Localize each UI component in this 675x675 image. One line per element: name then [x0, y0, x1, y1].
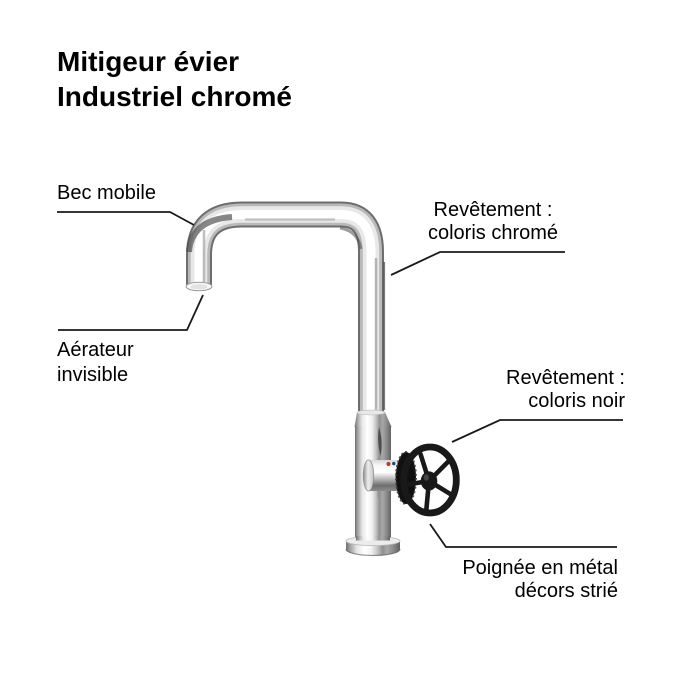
spout-tube-mid — [188, 203, 382, 413]
callout-line-poignee — [429, 523, 617, 548]
callout-line-revetement-noir — [451, 419, 623, 443]
label-revetement-noir: Revêtement : coloris noir — [453, 367, 625, 413]
wheel-rim — [400, 443, 460, 517]
spout-tube-light — [190, 206, 380, 413]
label-aerateur-line1: Aérateur — [57, 339, 134, 361]
spout-corner-shadow — [186, 214, 233, 253]
base-bottom-edge — [345, 548, 401, 557]
callout-line-aerateur — [58, 294, 204, 331]
label-revetement-noir-line2: coloris noir — [528, 390, 625, 412]
page-title-line1: Mitigeur évier — [57, 46, 240, 77]
axle-end-cap — [362, 459, 375, 492]
label-poignee-line2: décors strié — [514, 580, 618, 602]
cold-indicator-dot — [392, 461, 396, 466]
page-title-line2: Industriel chromé — [57, 81, 292, 112]
label-revetement-noir-line1: Revêtement : — [506, 367, 625, 389]
page-title: Mitigeur évier Industriel chromé — [57, 44, 292, 114]
label-revetement-chrome-line2: coloris chromé — [427, 222, 559, 244]
hot-indicator-dot — [386, 461, 391, 467]
handle-wheel — [395, 443, 460, 517]
shoulder-top-edge — [356, 409, 386, 416]
wheel-hub — [420, 471, 438, 491]
label-bec-mobile-text: Bec mobile — [57, 182, 156, 204]
callout-line-bec-mobile — [57, 211, 195, 226]
label-poignee-line1: Poignée en métal — [462, 557, 618, 579]
spout-tube-highlight — [194, 210, 376, 413]
label-poignee-metal: Poignée en métal décors strié — [437, 557, 618, 603]
callout-line-revetement-chrome — [390, 251, 565, 276]
spout-inner-corner-shadow — [339, 226, 363, 250]
label-aerateur-line2: invisible — [57, 364, 129, 386]
callout-lines — [57, 211, 623, 548]
faucet-base — [345, 536, 401, 557]
body-shoulder — [354, 412, 392, 427]
faucet-spout — [185, 201, 386, 413]
label-revetement-chrome-line1: Revêtement : — [433, 199, 553, 221]
label-bec-mobile: Bec mobile — [57, 182, 156, 205]
label-aerateur-invisible: Aérateur invisible — [57, 338, 134, 388]
body-dark-reflection — [378, 427, 382, 456]
wheel-side-knurling — [395, 451, 417, 505]
spout-tube-edge — [186, 201, 384, 413]
label-revetement-chrome: Revêtement : coloris chromé — [415, 199, 571, 245]
aerator-inner — [190, 284, 208, 290]
base-neck-joint — [356, 536, 390, 541]
wheel-hub-highlight — [423, 474, 429, 481]
